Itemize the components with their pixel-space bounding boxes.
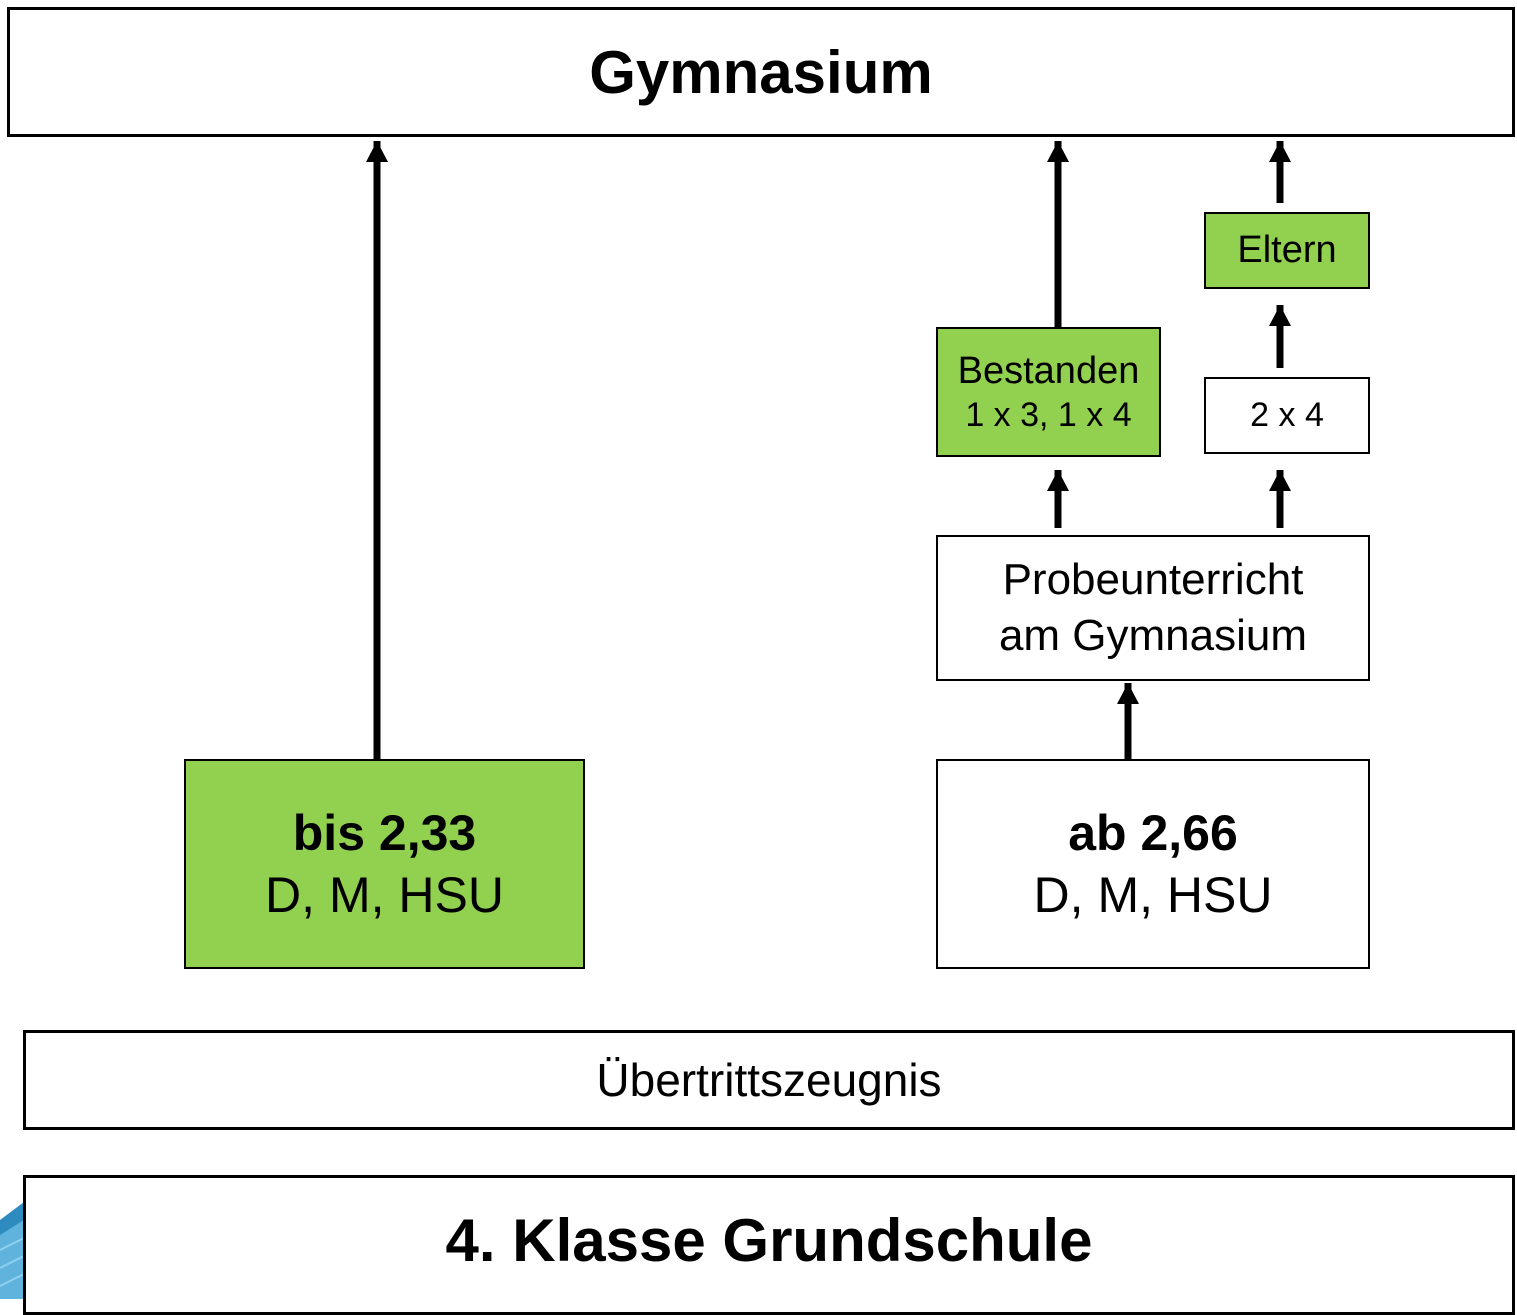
left-grade-threshold: bis 2,33 xyxy=(292,805,477,861)
gymnasium-box: Gymnasium xyxy=(7,7,1515,137)
two-times-four-box: 2 x 4 xyxy=(1204,377,1370,454)
grundschule-label: 4. Klasse Grundschule xyxy=(445,1207,1093,1274)
probeunterricht-box: Probeunterricht am Gymnasium xyxy=(936,535,1370,681)
bestanden-box: Bestanden 1 x 3, 1 x 4 xyxy=(936,327,1161,457)
grundschule-box: 4. Klasse Grundschule xyxy=(23,1175,1515,1315)
gymnasium-label: Gymnasium xyxy=(589,38,933,106)
uebertrittszeugnis-box: Übertrittszeugnis xyxy=(23,1030,1515,1130)
right-grade-threshold: ab 2,66 xyxy=(1068,805,1238,861)
bestanden-grades: 1 x 3, 1 x 4 xyxy=(965,396,1132,434)
left-grade-subjects: D, M, HSU xyxy=(265,867,504,923)
uebertrittszeugnis-label: Übertrittszeugnis xyxy=(596,1054,942,1106)
right-grade-subjects: D, M, HSU xyxy=(1033,867,1273,923)
probeunterricht-line1: Probeunterricht xyxy=(1002,555,1304,604)
right-grade-box: ab 2,66 D, M, HSU xyxy=(936,759,1370,969)
bestanden-label: Bestanden xyxy=(957,350,1140,392)
probeunterricht-line2: am Gymnasium xyxy=(998,611,1308,660)
left-grade-box: bis 2,33 D, M, HSU xyxy=(184,759,585,969)
eltern-box: Eltern xyxy=(1204,212,1370,289)
eltern-label: Eltern xyxy=(1237,229,1337,271)
two-times-four-label: 2 x 4 xyxy=(1250,396,1324,434)
